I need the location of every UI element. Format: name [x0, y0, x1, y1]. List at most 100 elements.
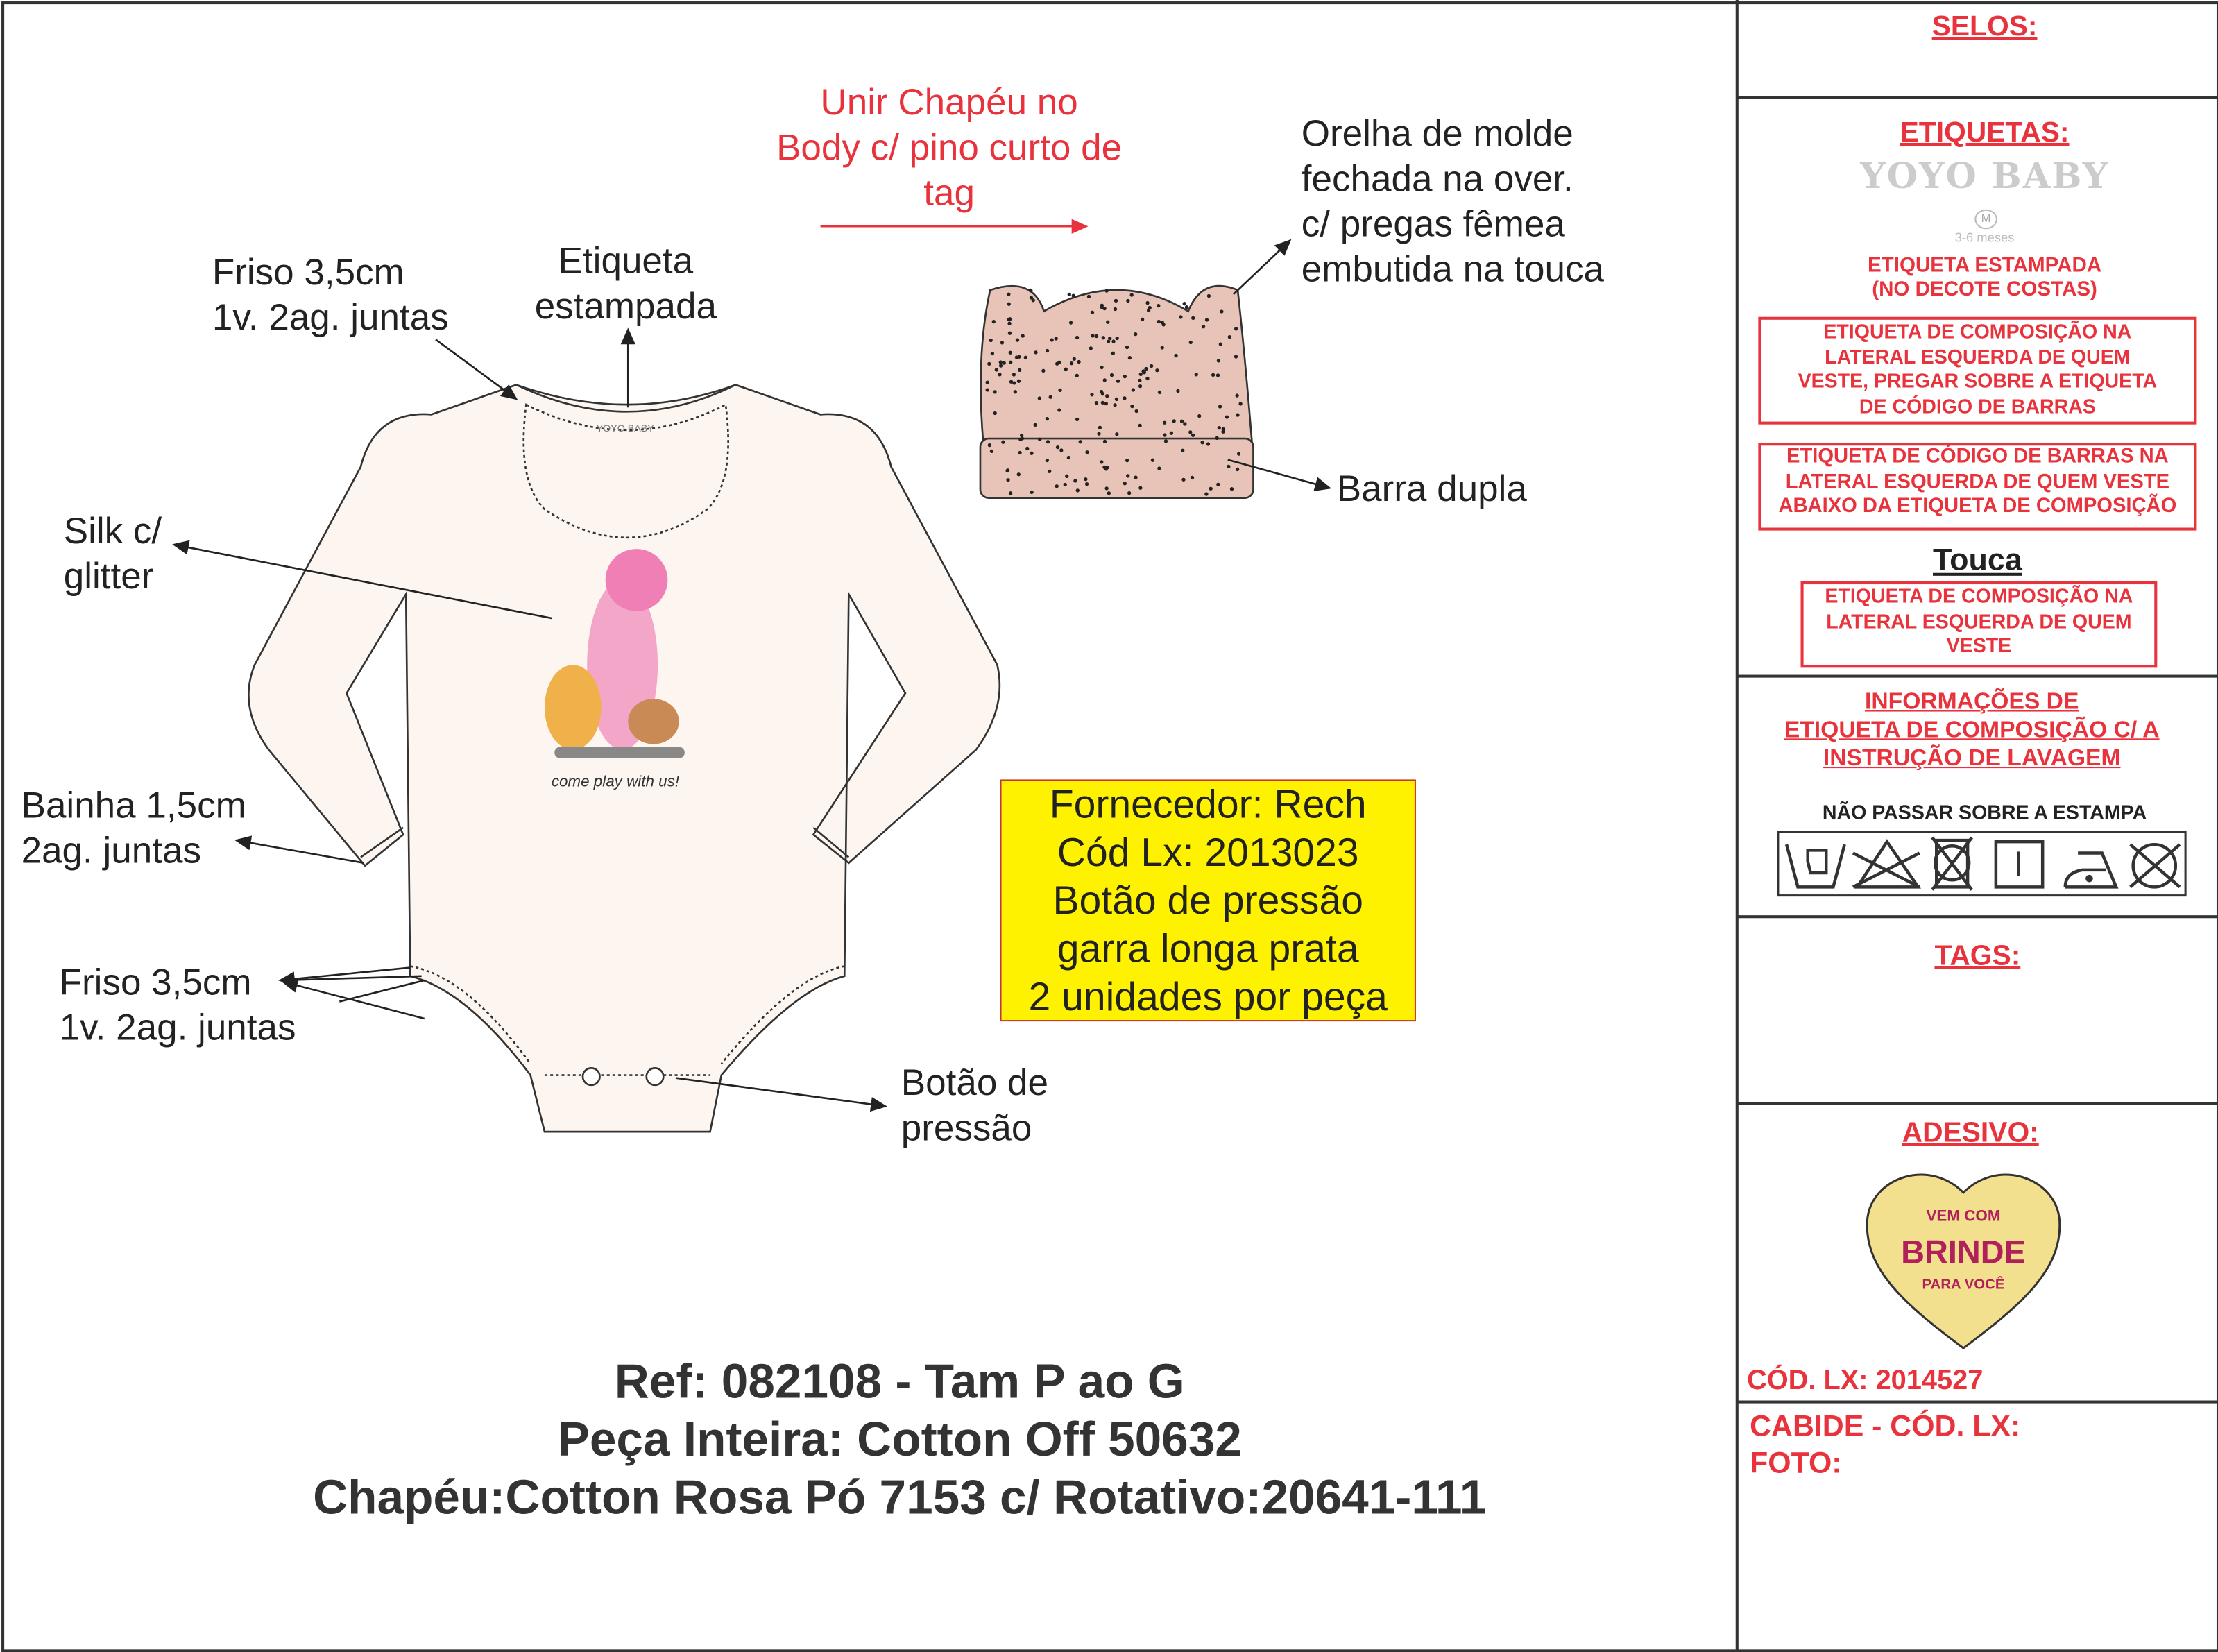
hat-dot	[1234, 327, 1238, 331]
hat-dot	[1126, 474, 1130, 478]
hat-dot	[1084, 477, 1088, 482]
brand-logo: YOYO BABY	[1860, 155, 2110, 197]
hat-dot	[1045, 416, 1050, 421]
hat-dot	[1204, 318, 1209, 322]
hat-dot	[1127, 491, 1132, 495]
hat-dot	[1221, 427, 1225, 432]
hat-dot	[1227, 464, 1231, 468]
hat-dot	[1100, 305, 1104, 310]
svg-text:PARA VOCÊ: PARA VOCÊ	[1922, 1275, 2005, 1292]
hat-dot	[1134, 475, 1138, 479]
hat-dot	[1099, 389, 1104, 394]
hat-dot	[1064, 367, 1068, 371]
hat-dot	[1179, 315, 1183, 319]
hat-dot	[1106, 339, 1111, 343]
hat-dot	[1221, 429, 1225, 434]
hat-dot	[1054, 337, 1058, 341]
hat-dot	[1123, 374, 1127, 379]
technical-drawing: YOYO BABY come play with us!	[172, 219, 1332, 1133]
hat-dot	[1216, 359, 1221, 363]
hat-dot	[1055, 484, 1059, 488]
hat-dot	[1086, 294, 1091, 299]
hat-dot	[1085, 450, 1089, 454]
hat-dot	[1106, 320, 1110, 324]
hat-dot	[1161, 323, 1166, 327]
hat-dot	[994, 368, 998, 372]
hat-dot	[998, 360, 1003, 364]
hat-dot	[1057, 408, 1061, 412]
hat-dot	[1114, 298, 1118, 303]
hat-dot	[1125, 458, 1129, 463]
divider	[1737, 1400, 2218, 1404]
hat-dot	[1017, 368, 1022, 372]
hat-dot	[1113, 307, 1118, 312]
hat-dot	[1215, 373, 1220, 377]
hat-dot	[1113, 403, 1117, 407]
panel-divider	[1735, 0, 1739, 1651]
hat-dot	[1041, 368, 1046, 373]
hat-dot	[1058, 388, 1062, 392]
hat-dot	[1045, 458, 1050, 463]
hat-dot	[1077, 359, 1081, 364]
hat-dot	[1188, 430, 1193, 434]
hat-dot	[1001, 440, 1005, 444]
hat-dot	[1072, 357, 1076, 361]
hat-dot	[989, 338, 993, 343]
hat-dot	[1157, 319, 1161, 324]
divider	[1737, 915, 2218, 919]
hat-dot	[1033, 423, 1037, 427]
hat-dot	[1068, 321, 1073, 325]
hat-dot	[998, 364, 1003, 368]
hat-fabric-line: Chapéu:Cotton Rosa Pó 7153 c/ Rotativo:2…	[313, 1471, 1487, 1525]
hat-dot	[1108, 337, 1112, 341]
hat-dot	[1197, 414, 1202, 418]
hat-dot	[1019, 433, 1024, 438]
hat-dot	[1150, 364, 1154, 368]
hat-dot	[1218, 342, 1223, 346]
hat-dot	[1182, 302, 1186, 306]
hat-dot	[1181, 477, 1186, 482]
hat-dot	[1141, 369, 1145, 373]
hat-dot	[1200, 441, 1204, 445]
hat-dot	[1235, 393, 1239, 398]
no-dry-clean-icon	[2129, 842, 2181, 889]
hat-dot	[1021, 334, 1025, 338]
hat-dot	[1111, 351, 1115, 355]
silk-print-illustration: come play with us!	[544, 549, 685, 790]
hat-dot	[1084, 482, 1089, 486]
hat-dot	[1114, 397, 1119, 402]
hat-dot	[1123, 482, 1127, 486]
divider	[1737, 96, 2218, 99]
hat-drawing	[979, 284, 1254, 500]
hat-dot	[1102, 465, 1107, 470]
hat-dot	[1145, 376, 1150, 381]
hat-dot	[1012, 381, 1016, 385]
hat-dot	[1094, 401, 1099, 405]
hat-dot	[1055, 445, 1060, 450]
hat-dot	[1045, 348, 1050, 353]
hat-dot	[989, 449, 994, 454]
hat-dot	[1007, 331, 1012, 335]
etiquetas-title: ETIQUETAS:	[1900, 117, 2070, 149]
hat-dot	[1007, 302, 1011, 306]
hat-dot	[1063, 482, 1067, 487]
hat-dot	[1048, 395, 1052, 399]
hat-dot	[1089, 346, 1093, 350]
hat-dot	[1016, 379, 1021, 383]
hat-dot	[1009, 360, 1013, 364]
hat-dot	[1218, 405, 1222, 409]
hat-dot	[1012, 373, 1016, 377]
hat-dot	[1104, 486, 1109, 491]
hat-dot	[1216, 482, 1220, 486]
hat-dot	[1050, 338, 1054, 342]
adesivo-title: ADESIVO:	[1902, 1117, 2039, 1149]
label-barra: Barra dupla	[1336, 466, 1527, 510]
iron-low-icon	[2063, 851, 2119, 889]
hat-dot	[1150, 458, 1155, 462]
hat-dot	[1229, 487, 1234, 491]
hat-dot	[1000, 341, 1005, 345]
